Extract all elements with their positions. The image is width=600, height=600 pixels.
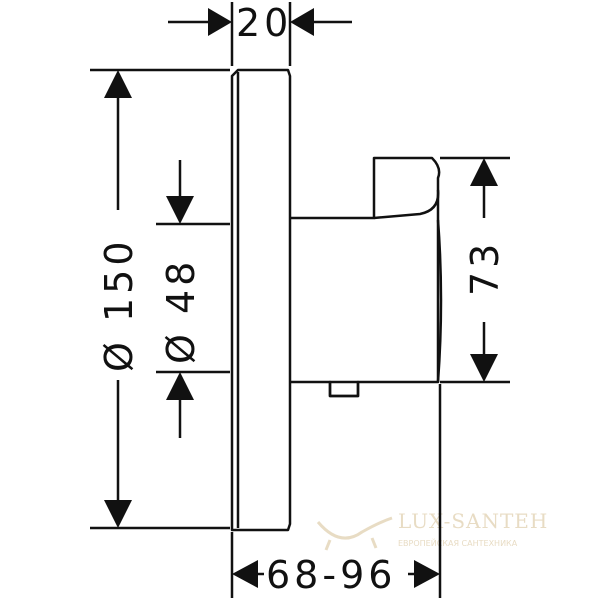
bathtub-logo-icon (316, 516, 393, 551)
watermark-tagline: ЕВРОПЕЙСКАЯ САНТЕХНИКА (398, 537, 518, 548)
watermark: LUX-SANTEH ЕВРОПЕЙСКАЯ САНТЕХНИКА (316, 509, 548, 551)
dim-label-48: Ø 48 (159, 258, 203, 364)
body-curve (373, 189, 440, 220)
watermark-brand: LUX-SANTEH (398, 509, 548, 533)
dim-outer-diameter (90, 68, 230, 530)
valve-outline (230, 68, 443, 532)
body-right-edge (436, 219, 443, 383)
thermostat-body (290, 156, 441, 398)
dim-label-150: Ø 150 (97, 237, 141, 372)
dim-top-width (168, 2, 352, 66)
dim-body-height (440, 156, 510, 384)
dim-inner-diameter (156, 160, 230, 438)
dim-label-73: 73 (463, 240, 507, 296)
connector (328, 380, 360, 398)
dim-label-20: 20 (236, 1, 292, 45)
dim-depth-range (230, 384, 442, 598)
faceplate-outline (230, 68, 292, 532)
dim-label-68-96: 68-96 (266, 553, 396, 597)
